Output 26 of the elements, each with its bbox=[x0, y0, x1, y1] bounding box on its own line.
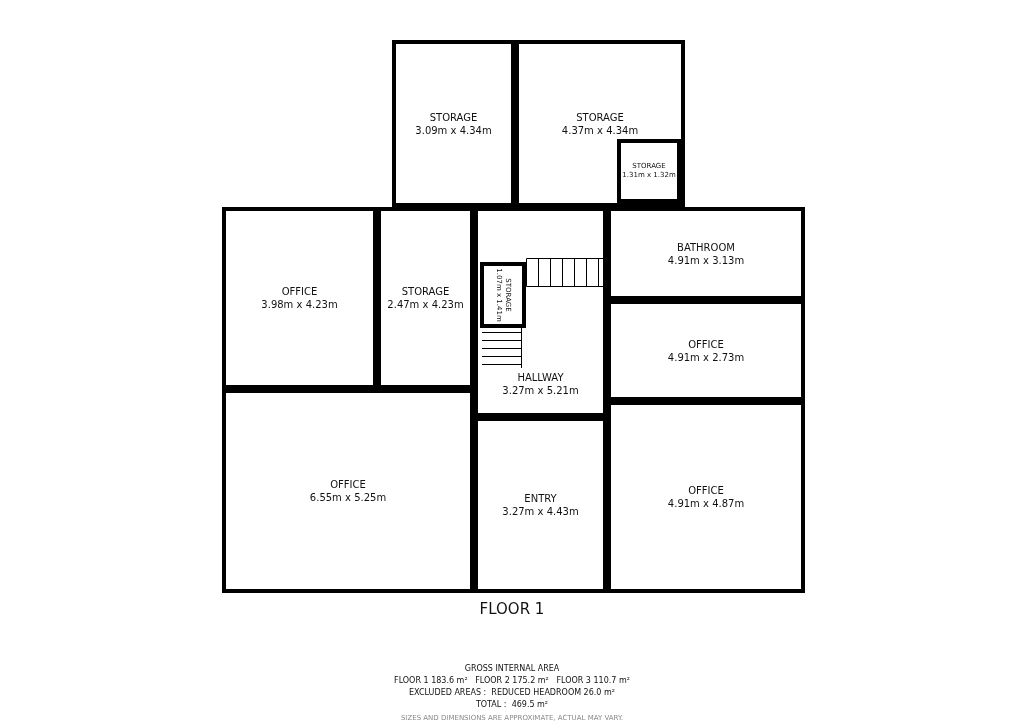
floor-title: FLOOR 1 bbox=[479, 600, 545, 618]
room-dimensions: 4.91m x 4.87m bbox=[667, 497, 745, 510]
room-name: OFFICE bbox=[330, 478, 366, 491]
room-dimensions: 4.91m x 3.13m bbox=[667, 253, 745, 267]
room-name: STORAGE bbox=[429, 110, 478, 124]
room-dimensions: 3.98m x 4.23m bbox=[261, 298, 338, 311]
room-dimensions: 6.55m x 5.25m bbox=[309, 491, 387, 504]
room-name: HALLWAY bbox=[517, 371, 564, 384]
room-name: STORAGE bbox=[401, 285, 450, 298]
excluded-areas-note: EXCLUDED AREAS : REDUCED HEADROOM 26.0 m² bbox=[409, 688, 615, 697]
room-dimensions: 4.37m x 4.34m bbox=[561, 123, 639, 137]
room-dimensions: 4.91m x 2.73m bbox=[667, 350, 745, 364]
room-dimensions: 2.47m x 4.23m bbox=[387, 298, 464, 311]
room-dimensions: 3.27m x 5.21m bbox=[502, 384, 579, 397]
total-area: TOTAL : 469.5 m² bbox=[475, 700, 549, 709]
room-dimensions: 3.27m x 4.43m bbox=[502, 505, 579, 518]
storage-room bbox=[480, 262, 526, 328]
room-name: ENTRY bbox=[524, 492, 557, 505]
room-name: STORAGE bbox=[576, 110, 624, 124]
room-name: OFFICE bbox=[281, 285, 318, 298]
room-name: BATHROOM bbox=[677, 240, 735, 254]
room-name: OFFICE bbox=[688, 484, 724, 497]
room-dimensions: 3.09m x 4.34m bbox=[415, 123, 492, 137]
area-figures: FLOOR 1 183.6 m² FLOOR 2 175.2 m² FLOOR 3 110.7 m² bbox=[394, 676, 630, 685]
room-name: OFFICE bbox=[688, 337, 724, 351]
area-heading: GROSS INTERNAL AREA bbox=[464, 664, 560, 673]
